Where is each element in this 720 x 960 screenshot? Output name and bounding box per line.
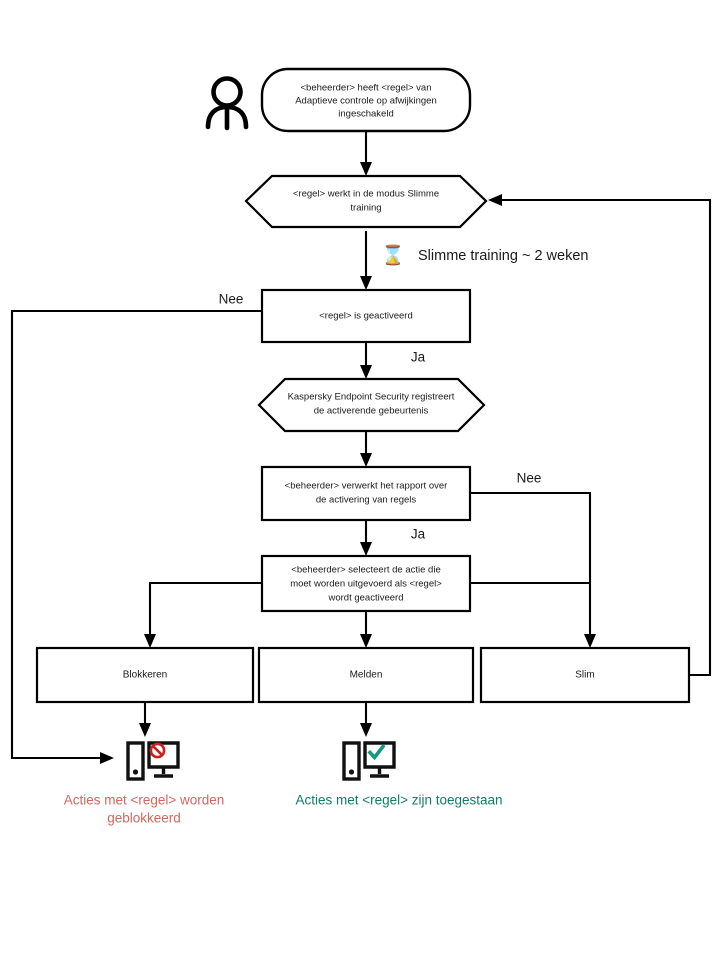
connector-slim-loop-back <box>488 194 712 677</box>
connector-select-to-slim <box>470 581 596 648</box>
connector-kes-to-report <box>360 432 372 467</box>
node-start-line-1: <beheerder> heeft <regel> van <box>301 83 432 94</box>
monitor-blocked-icon <box>126 741 180 781</box>
edge-label-rule-activated-no: Nee <box>219 292 244 307</box>
node-rule-activated: <regel> is geactiveerd <box>260 288 472 344</box>
node-smart-training-line-1: <regel> werkt in de modus Slimme <box>293 189 439 200</box>
node-select-action-line-1: <beheerder> selecteert de actie die <box>291 565 440 576</box>
caption-allowed: Acties met <regel> zijn toegestaan <box>295 793 502 808</box>
node-kes-registers-line-1: Kaspersky Endpoint Security registreert <box>288 392 455 403</box>
node-select-action-line-3: wordt geactiveerd <box>328 593 404 604</box>
caption-blocked: Acties met <regel> worden geblokkeerd <box>64 793 225 826</box>
node-admin-processes-report: <beheerder> verwerkt het rapport over de… <box>260 465 472 522</box>
caption-blocked-line-1: Acties met <regel> worden <box>64 793 225 808</box>
node-rule-activated-line-1: <regel> is geactiveerd <box>319 311 412 322</box>
node-blokkeren-label: Blokkeren <box>123 670 167 681</box>
note-smart-training-duration: ⌛ Slimme training ~ 2 weken <box>381 244 588 267</box>
node-admin-selects-action: <beheerder> selecteert de actie die moet… <box>260 554 472 613</box>
caption-blocked-line-2: geblokkeerd <box>107 811 181 826</box>
connector-melden-to-allowed-icon <box>360 702 372 737</box>
hourglass-icon: ⌛ <box>381 244 405 267</box>
edge-label-report-no: Nee <box>517 471 542 486</box>
node-report-line-2: de activering van regels <box>316 495 417 506</box>
node-slim-label: Slim <box>575 670 594 681</box>
connector-rule-activated-no-loop <box>10 309 262 764</box>
note-smart-training-text: Slimme training ~ 2 weken <box>418 248 588 264</box>
connector-rule-activated-yes <box>360 342 372 379</box>
connector-start-to-smart-training <box>360 131 372 176</box>
node-smart-training-mode: <regel> werkt in de modus Slimme trainin… <box>244 174 488 229</box>
connector-select-to-blokkeren <box>144 581 262 648</box>
node-action-melden: Melden <box>257 646 475 704</box>
connector-smart-training-to-rule-activated <box>360 231 372 290</box>
connector-blokkeren-to-blocked-icon <box>139 702 151 737</box>
connector-report-no <box>470 491 592 583</box>
node-action-blokkeren: Blokkeren <box>35 646 255 704</box>
node-start: <beheerder> heeft <regel> van Adaptieve … <box>260 67 472 133</box>
connector-select-to-melden <box>360 611 372 648</box>
edge-label-report-yes: Ja <box>411 527 426 542</box>
node-start-line-3: ingeschakeld <box>338 109 393 120</box>
monitor-allowed-icon <box>342 741 396 781</box>
node-report-line-1: <beheerder> verwerkt het rapport over <box>285 481 448 492</box>
edge-label-rule-activated-yes: Ja <box>411 350 426 365</box>
connector-report-yes <box>360 520 372 556</box>
node-select-action-line-2: moet worden uitgevoerd als <regel> <box>290 579 442 590</box>
caption-allowed-line-1: Acties met <regel> zijn toegestaan <box>295 793 502 808</box>
node-kes-registers-line-2: de activerende gebeurtenis <box>314 406 429 417</box>
node-melden-label: Melden <box>350 670 383 681</box>
node-smart-training-line-2: training <box>350 203 381 214</box>
node-action-slim: Slim <box>479 646 691 704</box>
node-kes-registers: Kaspersky Endpoint Security registreert … <box>257 377 486 433</box>
person-icon <box>205 76 249 131</box>
node-start-line-2: Adaptieve controle op afwijkingen <box>295 96 437 107</box>
